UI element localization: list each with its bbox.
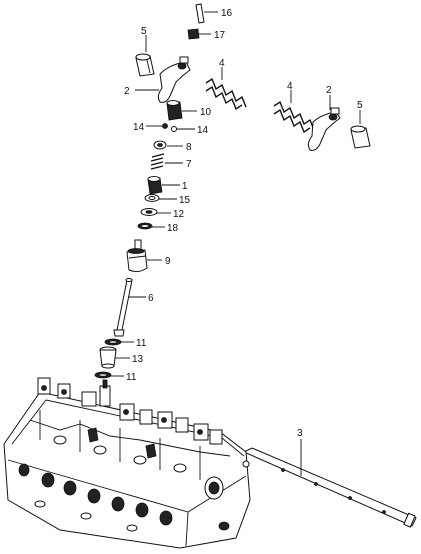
part-3-rocker-shaft xyxy=(242,439,417,528)
label-part-6: 6 xyxy=(148,293,154,304)
part-16-pin xyxy=(195,3,218,24)
label-part-14-right: 14 xyxy=(197,125,209,136)
part-5-bushing-right xyxy=(350,110,371,149)
part-1-seat xyxy=(147,176,180,195)
part-12-washer xyxy=(140,208,171,216)
part-18-o-ring xyxy=(137,222,165,230)
label-part-2-left: 2 xyxy=(124,86,130,97)
part-2-rocker-arm-left xyxy=(135,56,191,103)
part-4-spring-right xyxy=(273,90,315,134)
part-15-washer xyxy=(144,194,177,202)
label-part-8: 8 xyxy=(186,142,192,153)
cylinder-head xyxy=(3,377,251,549)
part-4-spring-left xyxy=(205,67,247,111)
label-part-5-left: 5 xyxy=(141,26,147,37)
part-9-holder xyxy=(126,239,162,273)
label-part-11-upper: 11 xyxy=(136,338,147,349)
label-part-18: 18 xyxy=(167,223,179,234)
label-part-2-right: 2 xyxy=(326,85,332,96)
label-part-13: 13 xyxy=(132,354,144,365)
label-part-16: 16 xyxy=(221,8,233,19)
label-part-17: 17 xyxy=(214,30,226,41)
callout-labels: 16 17 5 4 2 10 14 14 8 7 1 15 12 18 9 6 … xyxy=(124,8,363,439)
part-11-o-ring-lower xyxy=(94,371,124,379)
part-14-bolt-left xyxy=(146,123,168,129)
label-part-4-left: 4 xyxy=(219,58,225,69)
label-part-9: 9 xyxy=(165,256,171,267)
part-6-push-rod xyxy=(113,278,146,337)
label-part-5-right: 5 xyxy=(357,100,363,111)
label-part-10: 10 xyxy=(200,107,212,118)
label-part-12: 12 xyxy=(173,209,185,220)
part-13-sleeve xyxy=(99,346,130,369)
part-8-collar xyxy=(153,140,183,150)
part-17-clip xyxy=(187,28,211,40)
label-part-15: 15 xyxy=(179,195,191,206)
label-part-1: 1 xyxy=(182,181,188,192)
label-part-14-left: 14 xyxy=(133,122,145,133)
part-10-retainer xyxy=(166,100,197,121)
part-14-bolt-right xyxy=(171,126,195,132)
part-2-rocker-arm-right xyxy=(307,95,341,151)
part-5-bushing-left xyxy=(135,35,155,77)
label-part-3: 3 xyxy=(297,428,303,439)
label-part-7: 7 xyxy=(186,159,192,170)
label-part-11-lower: 11 xyxy=(126,372,137,383)
part-11-o-ring-upper xyxy=(104,338,134,346)
label-part-4-right: 4 xyxy=(287,81,293,92)
part-7-spring xyxy=(150,153,183,170)
